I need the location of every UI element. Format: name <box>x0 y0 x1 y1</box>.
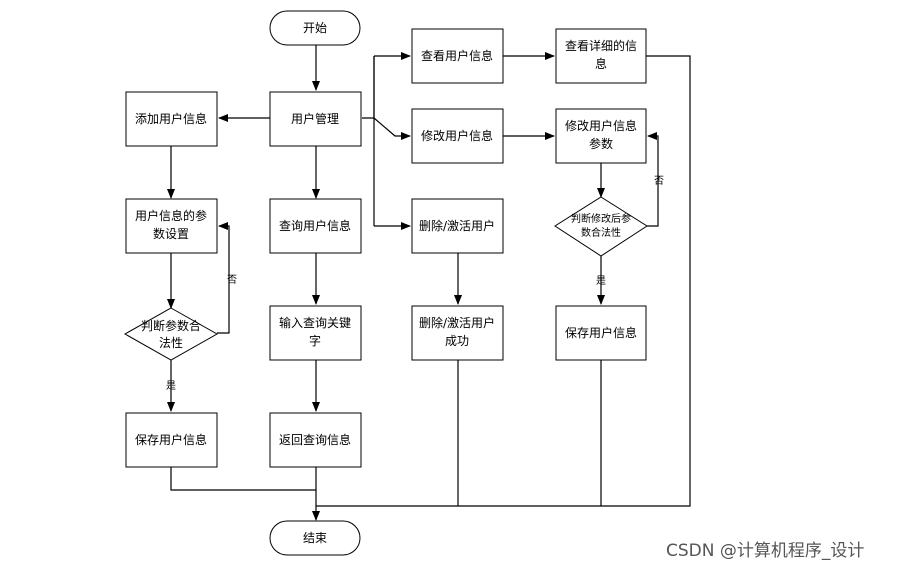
user-mgmt-label: 用户管理 <box>291 111 339 126</box>
view-detail-label-1: 查看详细的信 <box>565 38 637 53</box>
save-left-node: 保存用户信息 <box>125 412 218 468</box>
delete-ok-node: 删除/激活用户 成功 <box>411 305 504 361</box>
user-mgmt-node: 用户管理 <box>269 91 362 147</box>
judge-left-label-2: 法性 <box>159 336 183 350</box>
modify-params-label-1: 修改用户信息 <box>565 118 637 133</box>
yes-left-label: 是 <box>166 380 176 392</box>
query-user-node: 查询用户信息 <box>269 198 362 254</box>
add-user-label: 添加用户信息 <box>135 111 207 126</box>
view-detail-label-2: 息 <box>595 56 607 71</box>
query-user-label: 查询用户信息 <box>279 218 351 233</box>
judge-right-label-1: 判断修改后参 <box>571 212 631 225</box>
end-node: 结束 <box>269 520 361 556</box>
modify-params-node: 修改用户信息 参数 <box>555 108 647 164</box>
judge-right-label-2: 数合法性 <box>581 226 621 239</box>
delete-user-label: 删除/激活用户 <box>419 218 495 233</box>
modify-user-label: 修改用户信息 <box>421 128 493 143</box>
view-user-label: 查看用户信息 <box>421 48 493 63</box>
return-query-node: 返回查询信息 <box>269 412 362 468</box>
add-user-node: 添加用户信息 <box>125 91 218 147</box>
view-user-node: 查看用户信息 <box>411 28 504 84</box>
start-label: 开始 <box>303 21 327 35</box>
judge-left-label-1: 判断参数合 <box>141 318 201 333</box>
param-set-label-2: 数设置 <box>153 226 189 241</box>
modify-user-node: 修改用户信息 <box>411 108 504 164</box>
delete-ok-label-1: 删除/激活用户 <box>419 315 495 330</box>
input-keyword-label-2: 字 <box>309 333 321 348</box>
yes-right-label: 是 <box>596 275 606 287</box>
connectors <box>167 45 691 521</box>
modify-params-label-2: 参数 <box>589 136 613 151</box>
save-right-label: 保存用户信息 <box>565 325 637 340</box>
delete-ok-label-2: 成功 <box>445 334 469 348</box>
no-left-label: 否 <box>227 274 237 286</box>
param-set-node: 用户信息的参 数设置 <box>125 198 218 254</box>
save-right-node: 保存用户信息 <box>555 305 647 361</box>
watermark: CSDN @计算机程序_设计 <box>666 541 865 561</box>
param-set-label-1: 用户信息的参 <box>135 208 207 223</box>
judge-right-node: 判断修改后参 数合法性 <box>554 196 648 257</box>
input-keyword-label-1: 输入查询关键 <box>279 315 351 330</box>
view-detail-node: 查看详细的信 息 <box>555 28 647 84</box>
return-query-label: 返回查询信息 <box>279 432 351 447</box>
end-label: 结束 <box>303 531 327 545</box>
input-keyword-node: 输入查询关键 字 <box>269 305 362 361</box>
no-right-label: 否 <box>654 175 664 187</box>
start-node: 开始 <box>269 10 361 46</box>
delete-user-node: 删除/激活用户 <box>411 198 504 254</box>
judge-left-node: 判断参数合 法性 <box>123 307 219 361</box>
save-left-label: 保存用户信息 <box>135 432 207 447</box>
